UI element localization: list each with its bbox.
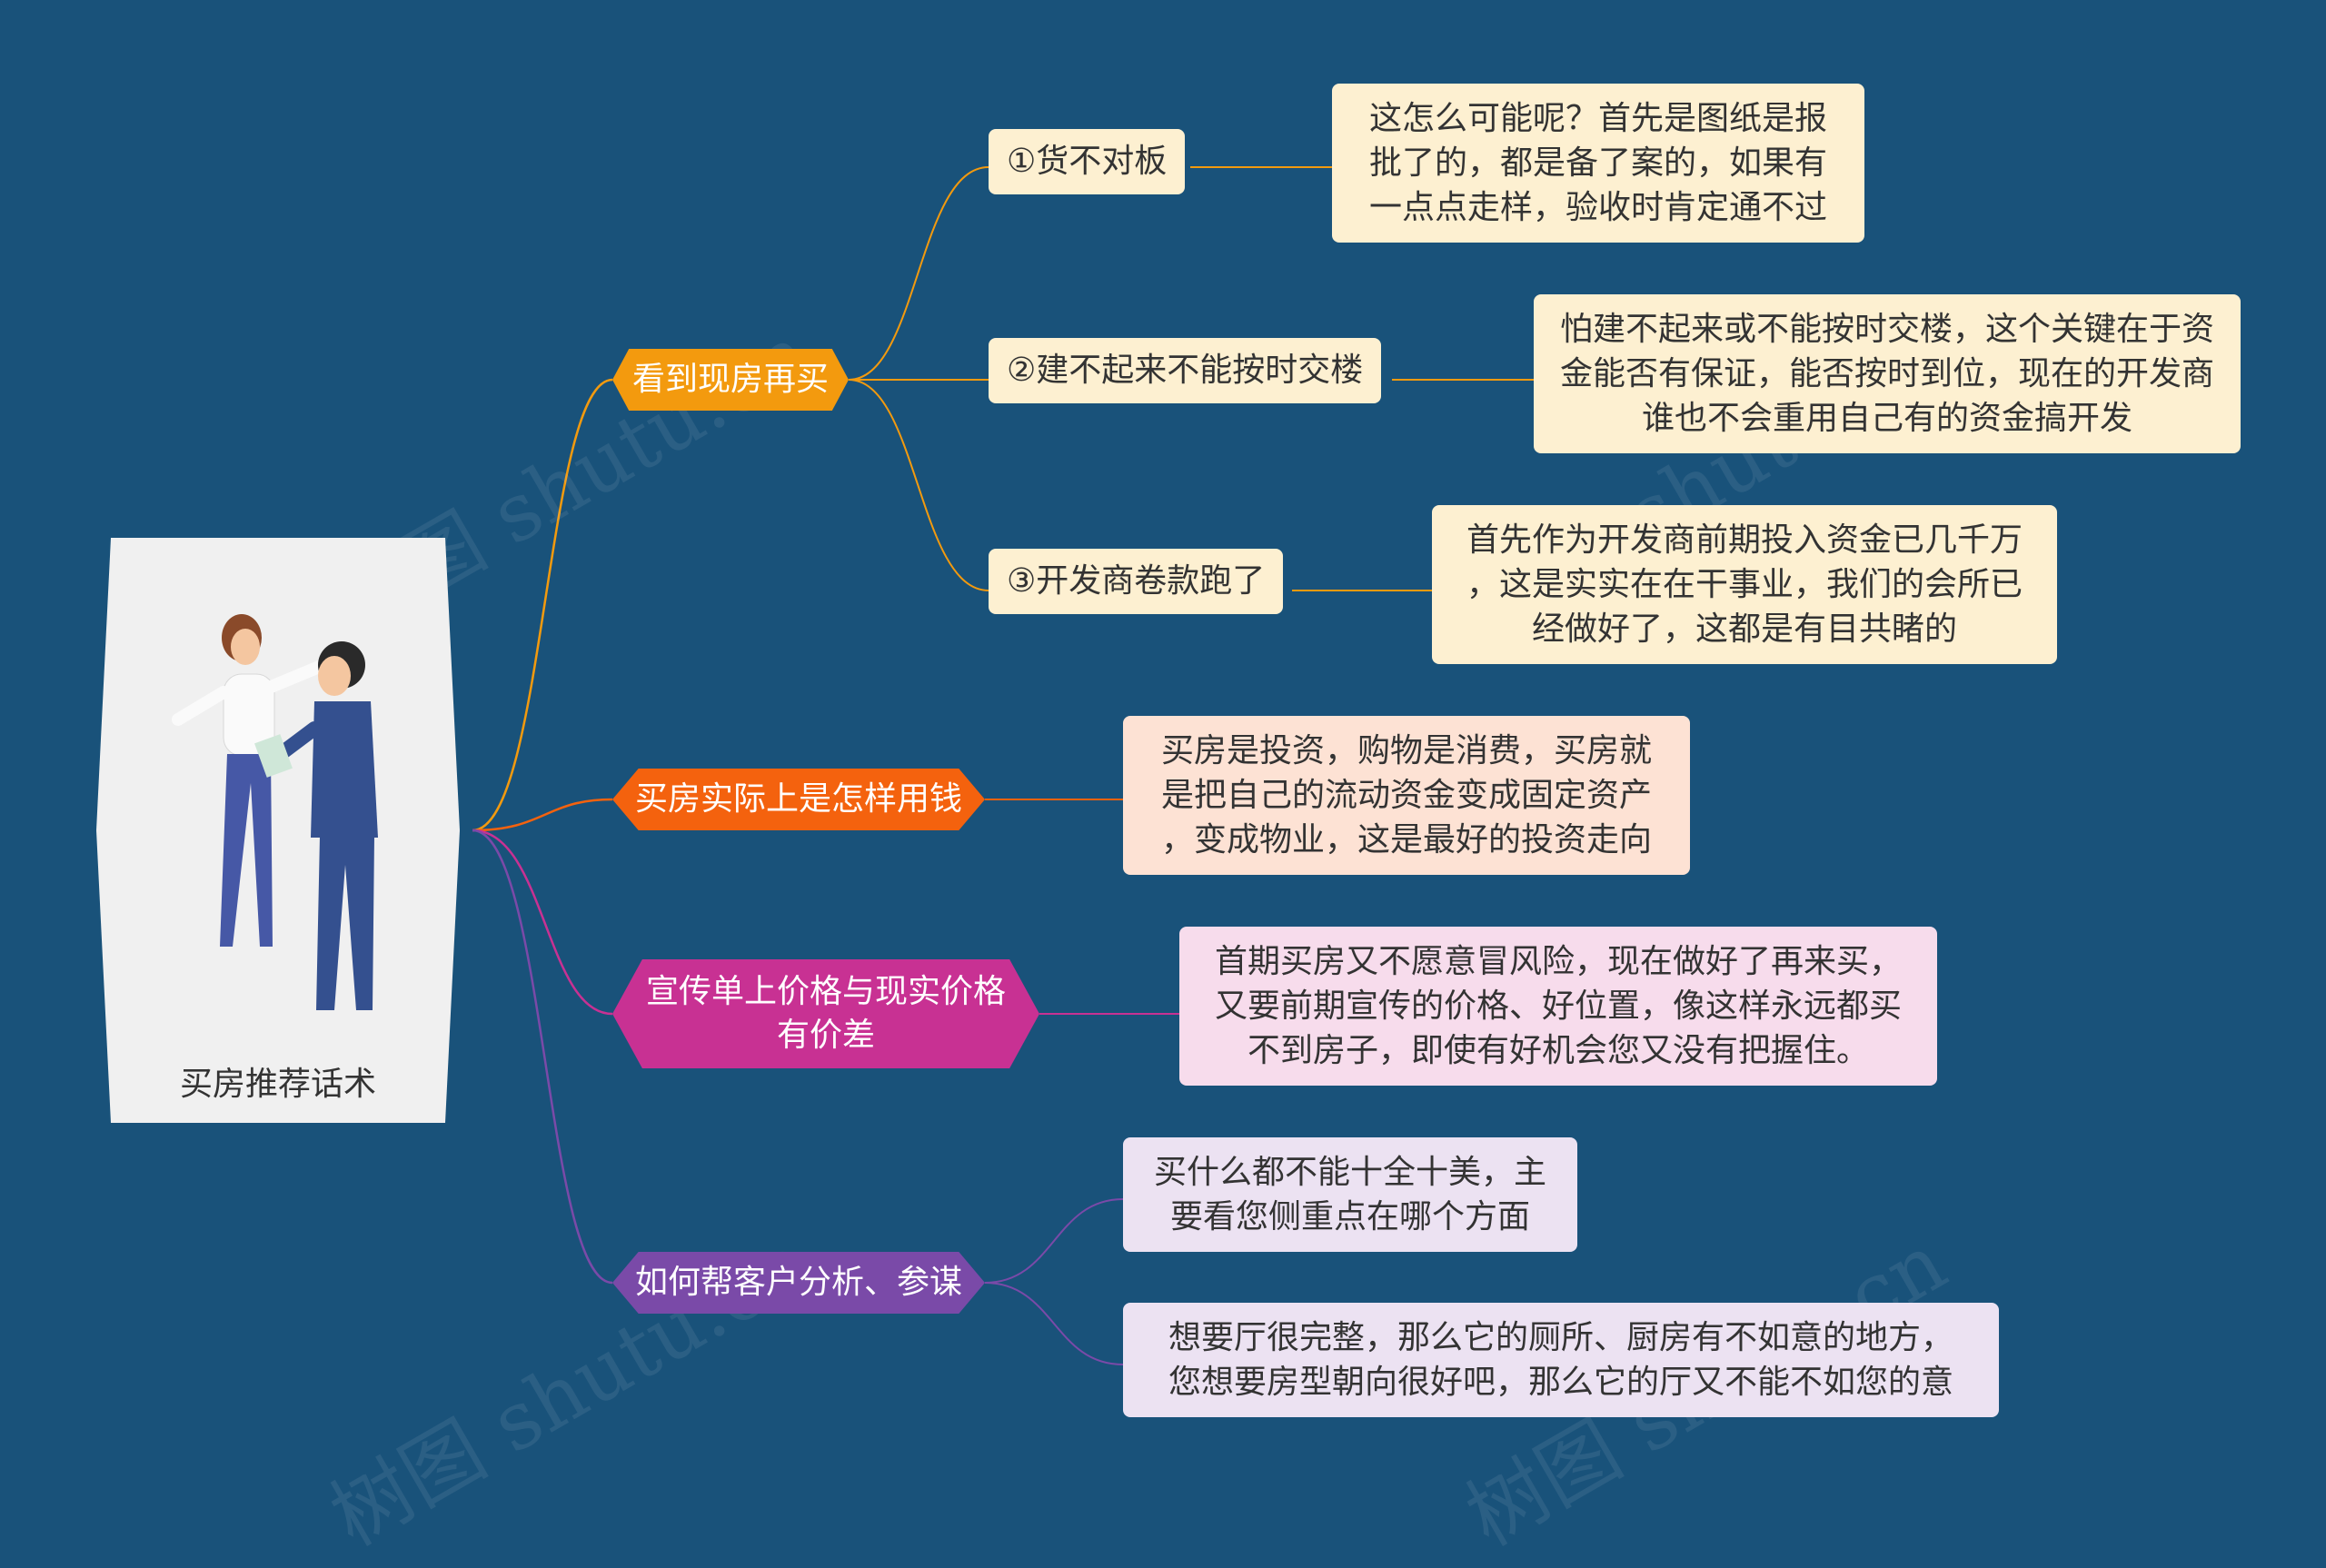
sub-goods-mismatch[interactable]: ①货不对板	[989, 129, 1186, 194]
business-people-illustration	[172, 614, 378, 1010]
branch-help-customer-analyze[interactable]: 如何帮客户分析、参谋	[612, 1252, 985, 1314]
leaf-line: 买什么都不能十全十美，主	[1153, 1154, 1546, 1191]
sub-cannot-deliver[interactable]: ②建不起来不能按时交楼	[989, 338, 1382, 403]
leaf-line: 是把自己的流动资金变成固定资产	[1160, 777, 1652, 814]
sub-developer-absconds[interactable]: ③开发商卷款跑了	[989, 549, 1284, 614]
leaf-line: 经做好了，这都是有目共睹的	[1531, 610, 1957, 648]
leaf-line: 一点点走样，验收时肯定通不过	[1368, 189, 1827, 226]
branch-price-gap[interactable]: 宣传单上价格与现实价格有价差	[612, 959, 1039, 1068]
leaf-text[interactable]: 买什么都不能十全十美，主 要看您侧重点在哪个方面	[1123, 1137, 1577, 1252]
branch-see-finished-house[interactable]: 看到现房再买	[612, 349, 849, 411]
leaf-line: 想要厅很完整，那么它的厕所、厨房有不如意的地方，	[1168, 1319, 1953, 1356]
link-b1-s3	[848, 379, 989, 591]
leaf-line: ，这是实实在在干事业，我们的会所已	[1466, 566, 2023, 603]
leaf-line: 这怎么可能呢？首先是图纸是报	[1368, 100, 1827, 137]
leaf-text[interactable]: 怕建不起来或不能按时交楼，这个关键在于资 金能否有保证，能否按时到位，现在的开发…	[1534, 294, 2241, 453]
leaf-line: 您想要房型朝向很好吧，那么它的厅又不能不如您的意	[1168, 1364, 1953, 1401]
link-root-b2	[472, 798, 613, 832]
leaf-line: 不到房子，即使有好机会您又没有把握住。	[1247, 1032, 1869, 1069]
leaf-line: 谁也不会重用自己有的资金搞开发	[1641, 400, 2132, 437]
leaf-line: 又要前期宣传的价格、好位置，像这样永远都买	[1214, 987, 1902, 1025]
link-root-b4	[472, 829, 613, 1285]
link-root-b3	[472, 829, 613, 1016]
leaf-line: 金能否有保证，能否按时到位，现在的开发商	[1559, 355, 2214, 392]
connector-lines	[472, 166, 1534, 1365]
root-title: 买房推荐话术	[179, 1066, 376, 1103]
link-root-b1	[472, 378, 613, 832]
leaf-text[interactable]: 这怎么可能呢？首先是图纸是报 批了的，都是备了案的，如果有 一点点走样，验收时肯…	[1332, 84, 1864, 243]
link-b1-s1	[848, 166, 989, 381]
root-node[interactable]: 买房推荐话术	[96, 538, 460, 1123]
leaf-line: 首先作为开发商前期投入资金已几千万	[1466, 521, 2023, 559]
branch-how-money-used[interactable]: 买房实际上是怎样用钱	[612, 769, 985, 830]
leaf-line: ，变成物业，这是最好的投资走向	[1160, 821, 1652, 858]
link-b4-t7	[984, 1282, 1124, 1365]
leaf-text[interactable]: 首先作为开发商前期投入资金已几千万 ，这是实实在在干事业，我们的会所已 经做好了…	[1432, 505, 2057, 664]
leaf-line: 首期买房又不愿意冒风险，现在做好了再来买，	[1214, 943, 1902, 980]
leaf-text[interactable]: 首期买房又不愿意冒风险，现在做好了再来买， 又要前期宣传的价格、好位置，像这样永…	[1179, 927, 1937, 1086]
leaf-text[interactable]: 想要厅很完整，那么它的厕所、厨房有不如意的地方， 您想要房型朝向很好吧，那么它的…	[1123, 1303, 1999, 1417]
leaf-line: 买房是投资，购物是消费，买房就	[1160, 732, 1652, 769]
leaf-line: 要看您侧重点在哪个方面	[1169, 1198, 1530, 1236]
leaf-line: 批了的，都是备了案的，如果有	[1368, 144, 1827, 182]
leaf-line: 怕建不起来或不能按时交楼，这个关键在于资	[1559, 311, 2214, 348]
leaf-text[interactable]: 买房是投资，购物是消费，买房就 是把自己的流动资金变成固定资产 ，变成物业，这是…	[1123, 716, 1690, 875]
link-b4-t6	[984, 1198, 1124, 1284]
